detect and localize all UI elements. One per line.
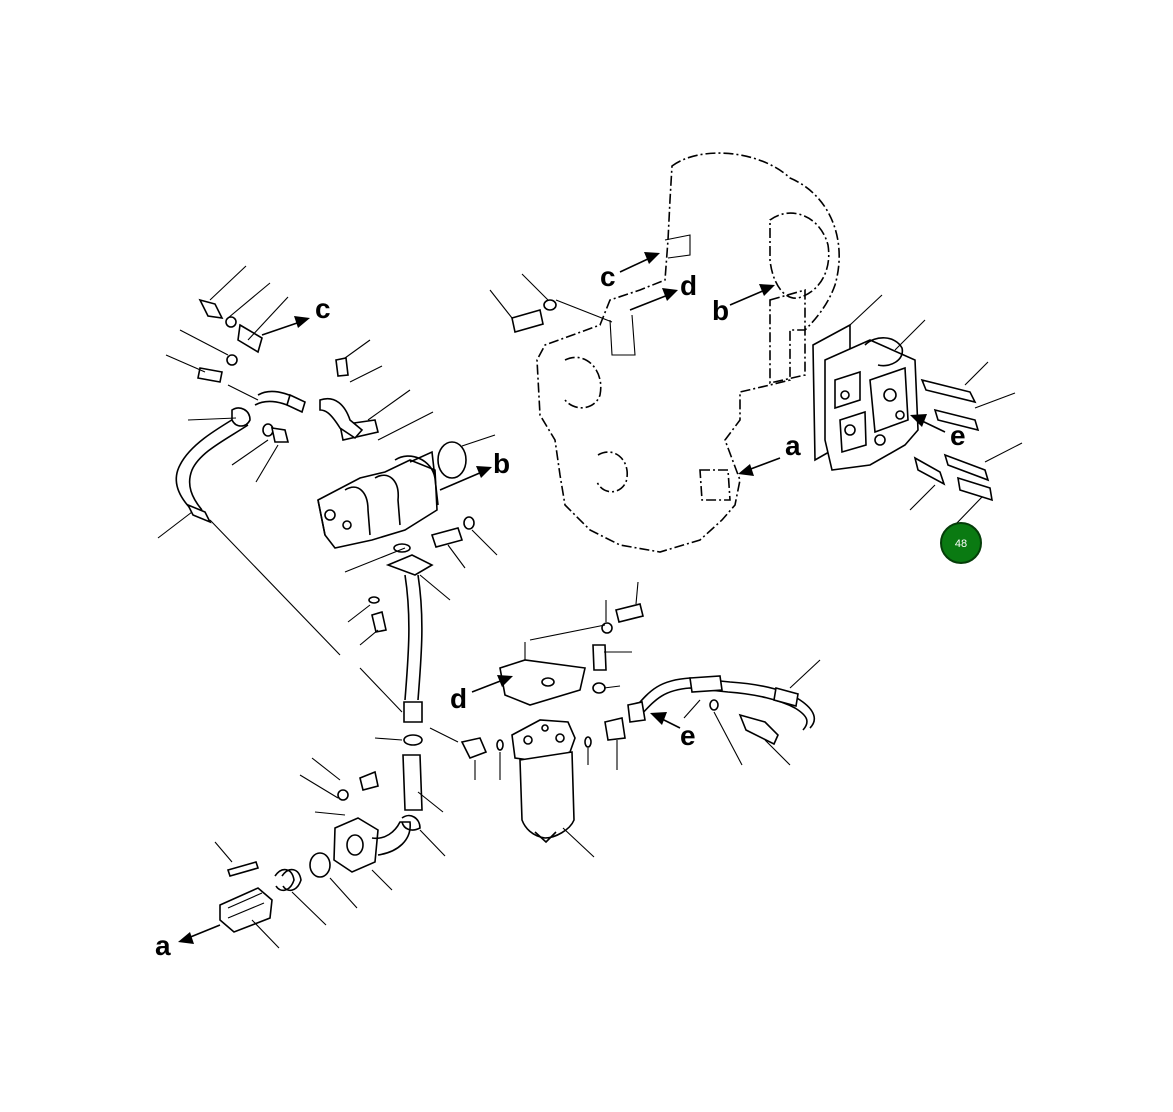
return-pipe [627,659,821,766]
callout-48[interactable]: 48 [940,522,982,564]
suction-hose-upper [157,265,341,656]
suction-pipe [359,574,446,857]
label-d-center: d [680,270,697,301]
callout-marker[interactable] [940,522,982,564]
hydraulic-pump [317,450,439,549]
housing-bolt [489,273,613,334]
label-d-bracket: d [450,683,467,714]
label-a-housing: a [785,430,801,461]
label-c-center: c [600,261,616,292]
oil-filter [429,581,644,858]
o-ring [437,441,467,479]
transmission-housing [536,152,840,553]
pump-upper-flange [319,339,434,441]
label-e-lower: e [680,720,696,751]
valve-bolts [849,294,1023,526]
control-valve [812,323,919,471]
reference-arrows [178,252,946,944]
pump-lower-flange [344,516,498,646]
label-b-pump: b [493,448,510,479]
reference-letters: c c d b b a e d e a [155,261,966,961]
callout-number[interactable]: 48 [955,538,967,550]
label-c-upper-left: c [315,293,331,324]
label-a-strainer: a [155,930,171,961]
label-e-valve: e [950,420,966,451]
label-b-housing: b [712,295,729,326]
strainer-housing [214,757,411,949]
